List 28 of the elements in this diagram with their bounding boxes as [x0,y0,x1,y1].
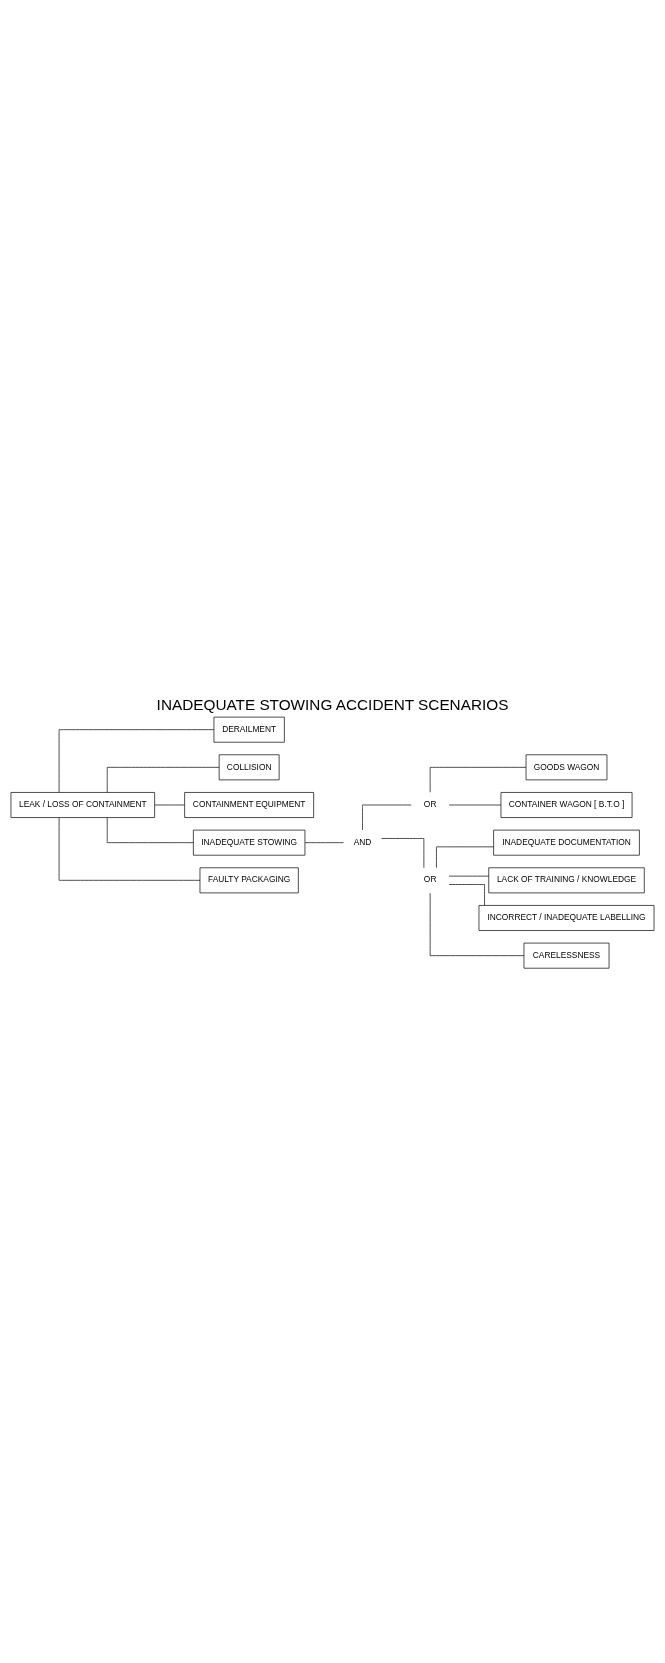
connector [106,767,220,793]
node-box: DERAILMENT [213,716,285,743]
connector [381,838,425,869]
node-box: GOODS WAGON [525,754,608,781]
node-box: LEAK / LOSS OF CONTAINMENT [10,792,155,818]
connector [106,817,194,843]
node-box: INCORRECT / INADEQUATE LABELLING [478,905,655,931]
connector [448,884,485,906]
node-box: COLLISION [218,754,280,781]
connector [429,767,527,793]
node-box: CARELESSNESS [523,942,610,969]
node-box: LACK OF TRAINING / KNOWLEDGE [488,867,645,894]
connector [58,817,201,881]
node-text: AND [353,836,372,847]
connector [436,846,494,868]
node-box: CONTAINER WAGON [ B.T.O ] [500,792,633,818]
connector [154,804,185,806]
connector [58,729,215,793]
connector [429,892,525,956]
node-box: INADEQUATE DOCUMENTATION [493,829,640,856]
node-text: OR [423,799,437,810]
node-text: OR [423,874,437,885]
connector [448,875,490,877]
connector [362,804,412,831]
node-box: FAULTY PACKAGING [199,867,299,894]
diagram-title: INADEQUATE STOWING ACCIDENT SCENARIOS [156,695,509,713]
node-box: INADEQUATE STOWING [193,829,306,856]
node-box: CONTAINMENT EQUIPMENT [184,792,315,818]
